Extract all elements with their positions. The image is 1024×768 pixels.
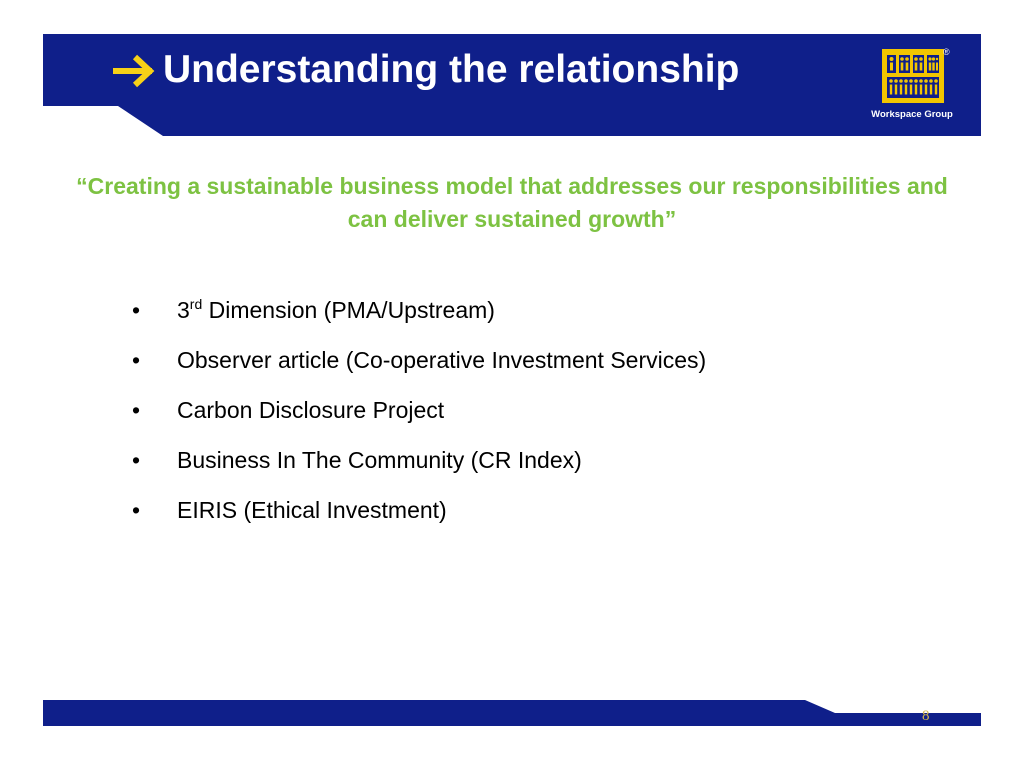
mission-quote: “Creating a sustainable business model t… (76, 173, 948, 232)
bullet-label: Carbon Disclosure Project (177, 397, 445, 423)
bullet-marker: • (132, 347, 141, 373)
logo-caption: Workspace Group (871, 109, 953, 120)
workspace-group-logo-icon (866, 44, 960, 128)
header-band (43, 34, 981, 136)
footer-band (43, 700, 981, 726)
bullet-marker: • (132, 447, 141, 473)
bullet-marker: • (132, 297, 141, 323)
bullet-label: Dimension (PMA/Upstream) (202, 297, 495, 323)
ordinal-superscript: rd (189, 296, 203, 312)
bullet-label: Observer article (Co-operative Investmen… (177, 347, 707, 373)
bullet-marker: • (132, 497, 141, 523)
bullet-label: Business In The Community (CR Index) (177, 447, 582, 473)
bullet-marker: • (132, 397, 141, 423)
page-number: 8 (922, 708, 930, 724)
right-arrow-icon (113, 51, 157, 91)
bullet-label: EIRIS (Ethical Investment) (177, 497, 447, 523)
bullet-text: 3rd Dimension (PMA/Upstream) (177, 290, 495, 330)
registered-trademark: ® (943, 47, 950, 57)
bullet-prefix: 3 (177, 297, 190, 323)
slide-title: Understanding the relationship (163, 48, 740, 91)
